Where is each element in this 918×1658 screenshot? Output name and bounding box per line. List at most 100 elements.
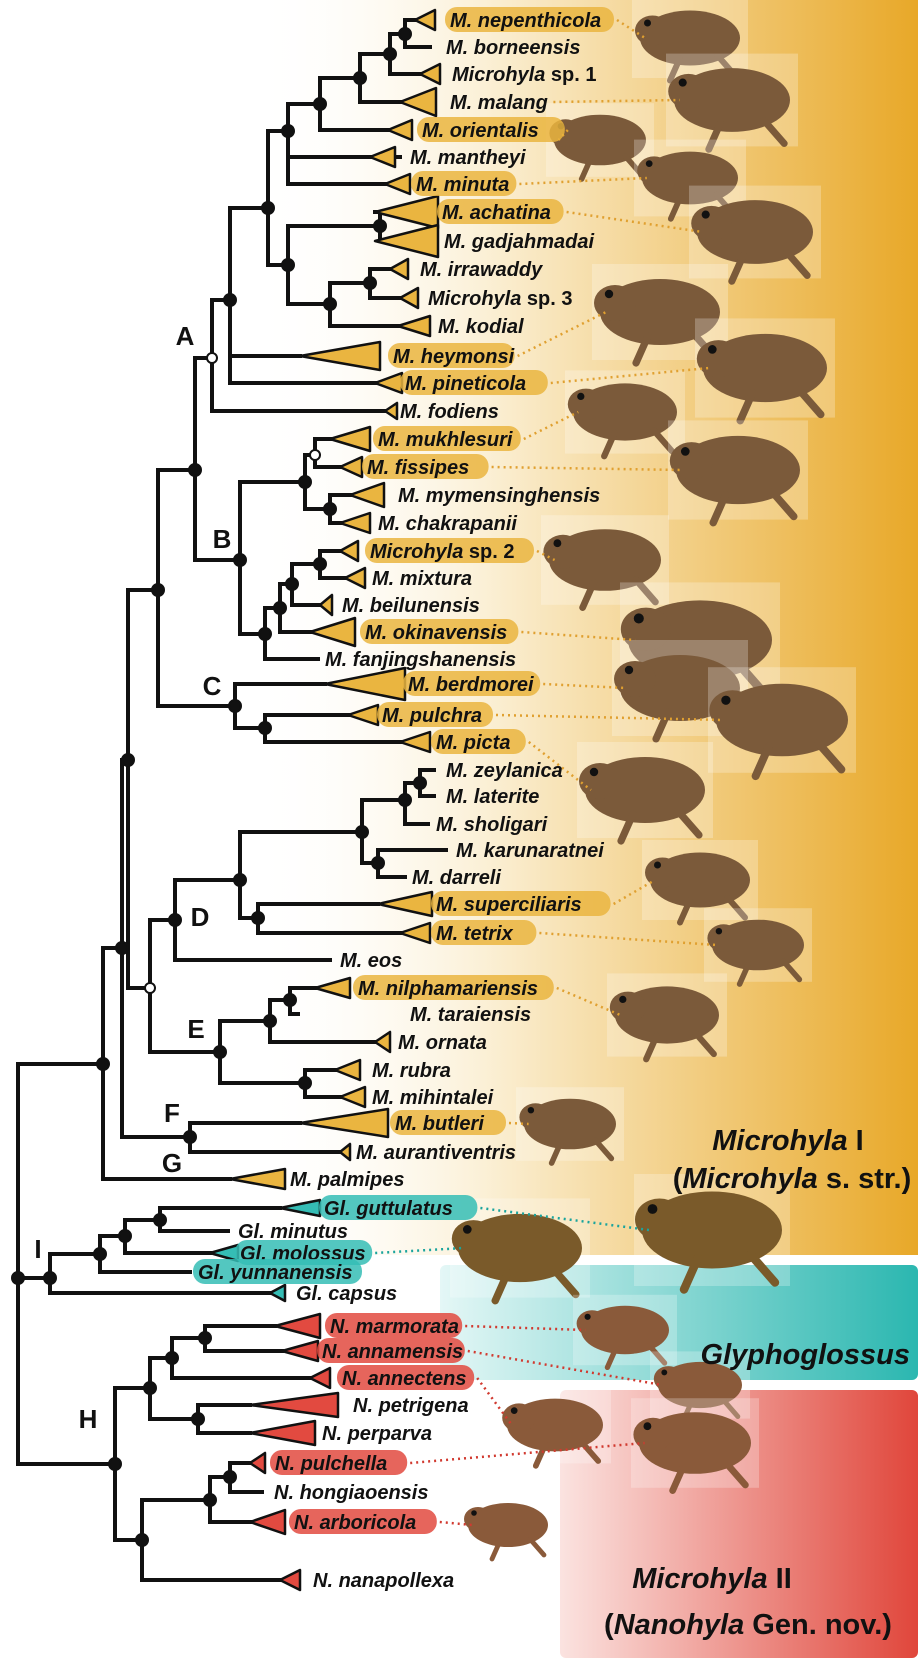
- taxon-label: M. gadjahmadai: [444, 231, 594, 253]
- frog-photo: [460, 1493, 556, 1559]
- node-marker: [97, 1058, 109, 1070]
- frog-head: [654, 1366, 683, 1391]
- frog-eye: [553, 539, 561, 547]
- frog-head: [452, 1220, 495, 1257]
- taxon-label: M. borneensis: [446, 37, 580, 59]
- taxon-label: M. ornata: [398, 1032, 487, 1054]
- node-marker: [299, 476, 311, 488]
- frog-head: [697, 340, 740, 377]
- frog-eye: [625, 666, 633, 674]
- node-marker: [207, 353, 217, 363]
- frog-head: [519, 1103, 551, 1131]
- clade-label-g: G: [162, 1148, 182, 1178]
- frog-eye: [654, 862, 661, 869]
- frog-head: [637, 156, 671, 185]
- taxon-label: M. taraiensis: [410, 1004, 531, 1026]
- node-marker: [374, 220, 386, 232]
- taxon-label: Microhyla sp. 2: [370, 541, 515, 563]
- taxon-label: M. nilphamariensis: [358, 978, 538, 1000]
- taxon-label: M. mixtura: [372, 568, 472, 590]
- taxon-label: M. karunaratnei: [456, 840, 604, 862]
- collapsed-clade-triangle: [282, 1341, 318, 1361]
- node-marker: [184, 1131, 196, 1143]
- taxon-label: N. nanapollexa: [313, 1570, 454, 1592]
- clade-label-h: H: [79, 1404, 98, 1434]
- taxon-label: N. hongiaoensis: [274, 1482, 428, 1504]
- taxon-label: N. annectens: [342, 1368, 467, 1390]
- taxon-label: M. mymensinghensis: [398, 485, 600, 507]
- frog-head: [543, 535, 582, 569]
- clade-label-d: D: [191, 902, 210, 932]
- clade-label-b: B: [213, 524, 232, 554]
- taxon-label: M. irrawaddy: [420, 259, 543, 281]
- frog-head: [464, 1507, 492, 1531]
- node-marker: [12, 1272, 24, 1284]
- taxon-label: M. fodiens: [400, 401, 499, 423]
- frog-head: [579, 763, 621, 799]
- glyphoglossus-label: Glyphoglossus: [701, 1339, 910, 1371]
- taxon-label: N. annamensis: [322, 1341, 463, 1363]
- taxon-label: M. superciliaris: [436, 894, 582, 916]
- node-marker: [284, 994, 296, 1006]
- frog-eye: [661, 1369, 667, 1375]
- taxon-label: Gl. minutus: [238, 1221, 348, 1243]
- node-marker: [152, 584, 164, 596]
- node-marker: [252, 912, 264, 924]
- taxon-label: M. orientalis: [422, 120, 539, 142]
- taxon-label: Microhyla sp. 3: [428, 288, 573, 310]
- node-marker: [94, 1248, 106, 1260]
- node-marker: [214, 1046, 226, 1058]
- node-marker: [299, 1077, 311, 1089]
- taxon-label: M. beilunensis: [342, 595, 480, 617]
- frog-photo: [668, 420, 808, 522]
- frog-photo: [666, 54, 798, 150]
- frog-eye: [619, 996, 626, 1003]
- node-marker: [310, 450, 320, 460]
- frog-photo: [607, 973, 727, 1059]
- taxon-label: Microhyla sp. 1: [452, 64, 597, 86]
- node-marker: [282, 259, 294, 271]
- taxon-label: N. pulchella: [275, 1453, 387, 1475]
- node-marker: [324, 298, 336, 310]
- frog-head: [670, 442, 713, 479]
- node-marker: [144, 1382, 156, 1394]
- taxon-label: N. marmorata: [330, 1316, 459, 1338]
- frog-photo: [577, 742, 713, 841]
- frog-head: [577, 1310, 608, 1336]
- node-marker: [224, 294, 236, 306]
- frog-eye: [721, 696, 730, 705]
- node-marker: [282, 125, 294, 137]
- node-marker: [204, 1494, 216, 1506]
- taxon-label: M. heymonsi: [393, 346, 515, 368]
- node-marker: [109, 1458, 121, 1470]
- taxon-label: M. minuta: [416, 174, 509, 196]
- node-marker: [354, 72, 366, 84]
- frog-eye: [648, 1204, 658, 1214]
- frog-eye: [590, 768, 598, 776]
- frog-head: [635, 1199, 684, 1241]
- frog-eye: [708, 345, 717, 354]
- node-marker: [264, 1015, 276, 1027]
- node-marker: [192, 1413, 204, 1425]
- node-marker: [286, 578, 298, 590]
- node-marker: [44, 1272, 56, 1284]
- frog-head: [668, 74, 709, 109]
- node-marker: [259, 722, 271, 734]
- collapsed-clade-triangle: [270, 1285, 285, 1301]
- node-marker: [274, 602, 286, 614]
- frog-head: [635, 16, 670, 46]
- frog-photo: [516, 1087, 624, 1163]
- taxon-label: M. pineticola: [405, 373, 526, 395]
- collapsed-clade-triangle: [210, 1245, 238, 1261]
- node-marker: [356, 826, 368, 838]
- frog-eye: [702, 211, 710, 219]
- taxon-label: M. kodial: [438, 316, 524, 338]
- taxon-label: M. chakrapanii: [378, 513, 517, 535]
- taxon-label: M. malang: [450, 92, 548, 114]
- microhyla-ii-label: Microhyla II: [632, 1563, 792, 1595]
- frog-eye: [463, 1225, 472, 1234]
- frog-eye: [471, 1510, 477, 1516]
- node-marker: [189, 464, 201, 476]
- taxon-label: M. mukhlesuri: [378, 429, 513, 451]
